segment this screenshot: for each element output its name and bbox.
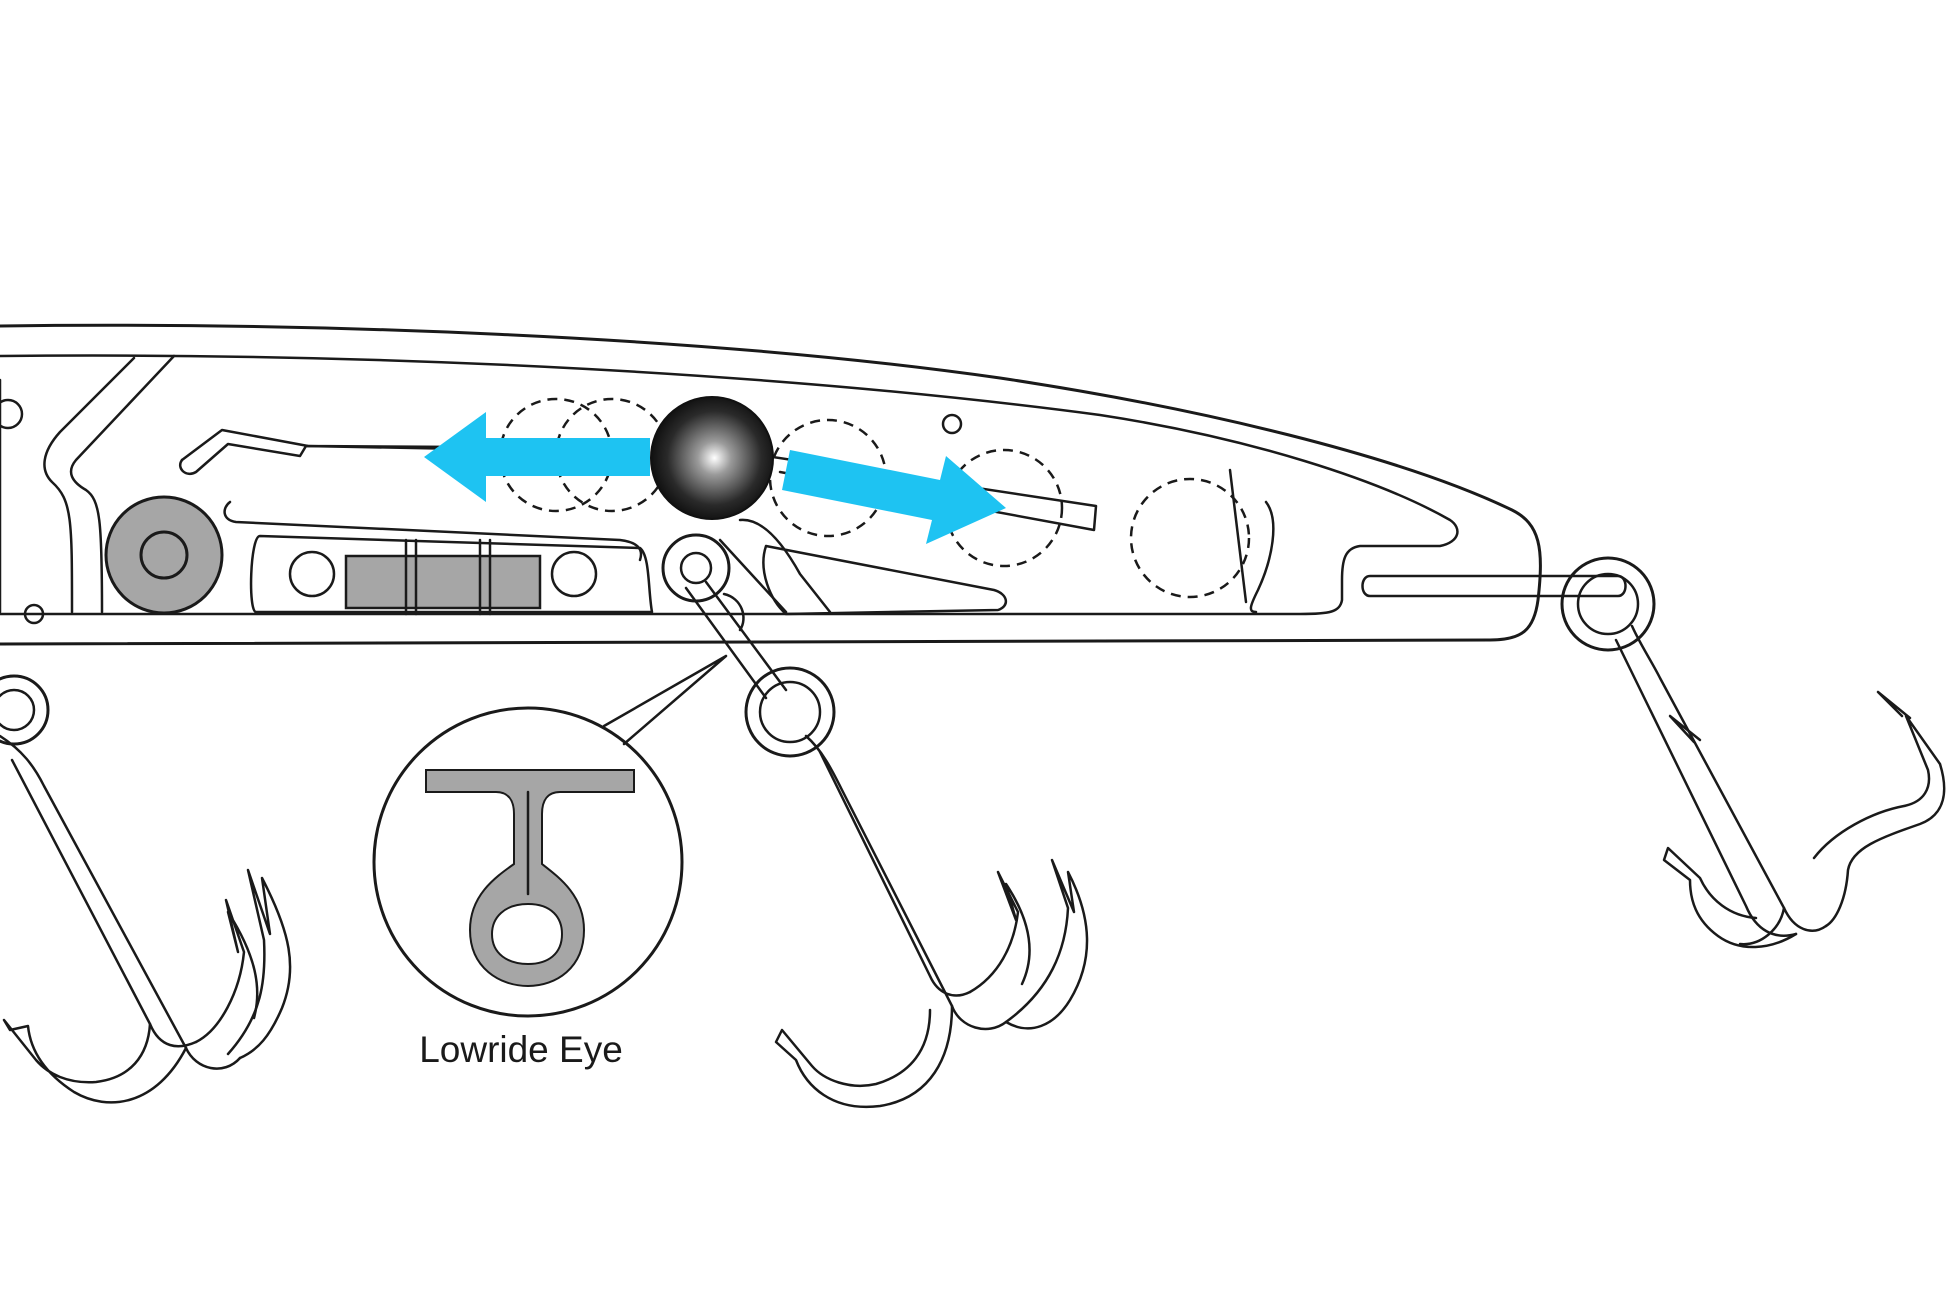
lowride-eye-callout: Lowride Eye xyxy=(372,706,684,1070)
weight-assembly xyxy=(104,495,598,616)
callout-label: Lowride Eye xyxy=(419,1029,623,1070)
lowride-eye-icon xyxy=(425,769,635,988)
lowride-eye-arm xyxy=(661,533,836,758)
arrow-rear-icon xyxy=(782,450,1006,544)
callout-pointer xyxy=(602,654,728,746)
steel-ball-icon xyxy=(650,396,774,520)
movement-arrow-icon xyxy=(424,412,1006,544)
magnet-block xyxy=(344,554,542,610)
treble-hook-icon xyxy=(0,674,292,1104)
treble-hook-icon xyxy=(1560,556,1946,949)
treble-hook-icon xyxy=(774,734,1089,1109)
disk-weight-hole xyxy=(139,530,189,580)
lure-body xyxy=(0,323,1627,646)
arrow-forward-icon xyxy=(424,412,650,502)
